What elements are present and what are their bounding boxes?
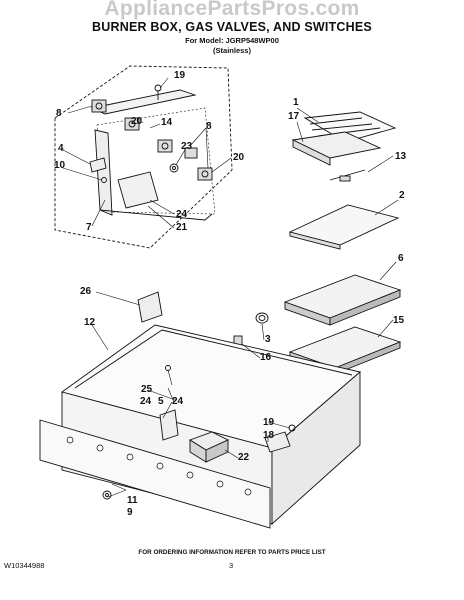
- callout-9: 9: [127, 507, 133, 518]
- gas-manifold: [90, 89, 216, 221]
- bracket-18: [264, 431, 291, 453]
- valve-assembly-outline: [54, 65, 233, 249]
- bracket-5: [159, 409, 179, 441]
- finish-line: (Stainless): [213, 46, 251, 55]
- callout-21: 21: [176, 222, 188, 233]
- ignitor-13: [329, 169, 366, 182]
- watermark: AppliancePartsPros.com: [104, 0, 360, 20]
- callout-20-upper: 20: [131, 116, 143, 127]
- callout-24-right: 24: [172, 396, 184, 407]
- callout-25: 25: [141, 384, 153, 395]
- callout-7: 7: [86, 222, 92, 233]
- ordering-note: FOR ORDERING INFORMATION REFER TO PARTS …: [138, 549, 326, 556]
- diagram-title: BURNER BOX, GAS VALVES, AND SWITCHES: [92, 20, 372, 34]
- callout-19-top: 19: [174, 70, 186, 81]
- screw-19-top: [154, 84, 162, 100]
- callout-14: 14: [161, 117, 173, 128]
- broil-element: [291, 111, 397, 166]
- trim-holes: [66, 436, 252, 496]
- document-id: W10344988: [4, 561, 45, 570]
- callout-16: 16: [260, 352, 272, 363]
- model-line: For Model: JGRP548WP00: [185, 36, 279, 45]
- callout-3: 3: [265, 334, 271, 345]
- switch-bracket: [117, 171, 159, 209]
- callout-8-right: 8: [206, 121, 212, 132]
- gas-valve-right: [197, 167, 213, 181]
- callout-1: 1: [293, 97, 299, 108]
- callout-22: 22: [238, 452, 250, 463]
- callout-11: 11: [127, 495, 138, 506]
- leader-lines-lower: [91, 107, 399, 498]
- bracket-4: [89, 157, 107, 173]
- callout-17: 17: [288, 111, 300, 122]
- callout-20-right: 20: [233, 152, 245, 163]
- callout-15: 15: [393, 315, 405, 326]
- washer-23: [169, 163, 179, 173]
- gas-valve-center: [184, 147, 198, 159]
- gas-valve-top-left: [91, 99, 107, 113]
- callout-13: 13: [395, 151, 407, 162]
- callout-6: 6: [398, 253, 404, 264]
- callout-2: 2: [399, 190, 405, 201]
- callout-5: 5: [158, 396, 164, 407]
- page-number: 3: [229, 561, 234, 570]
- callout-19-lower: 19: [263, 417, 275, 428]
- nut-11: [102, 490, 112, 500]
- callout-24-left: 24: [140, 396, 152, 407]
- front-trim: [39, 419, 271, 529]
- leader-lines-valves: [62, 77, 232, 229]
- callout-10: 10: [54, 160, 66, 171]
- grommet-3: [255, 312, 269, 324]
- gas-valve-middle: [157, 139, 173, 153]
- callout-23: 23: [181, 141, 193, 152]
- callout-12: 12: [84, 317, 96, 328]
- callout-4: 4: [58, 143, 64, 154]
- callout-18: 18: [263, 430, 275, 441]
- screw-24-mid: [165, 365, 171, 371]
- callout-8-left: 8: [56, 108, 62, 119]
- bracket-26: [137, 291, 163, 323]
- callout-24-upper: 24: [176, 209, 188, 220]
- callout-26: 26: [80, 286, 92, 297]
